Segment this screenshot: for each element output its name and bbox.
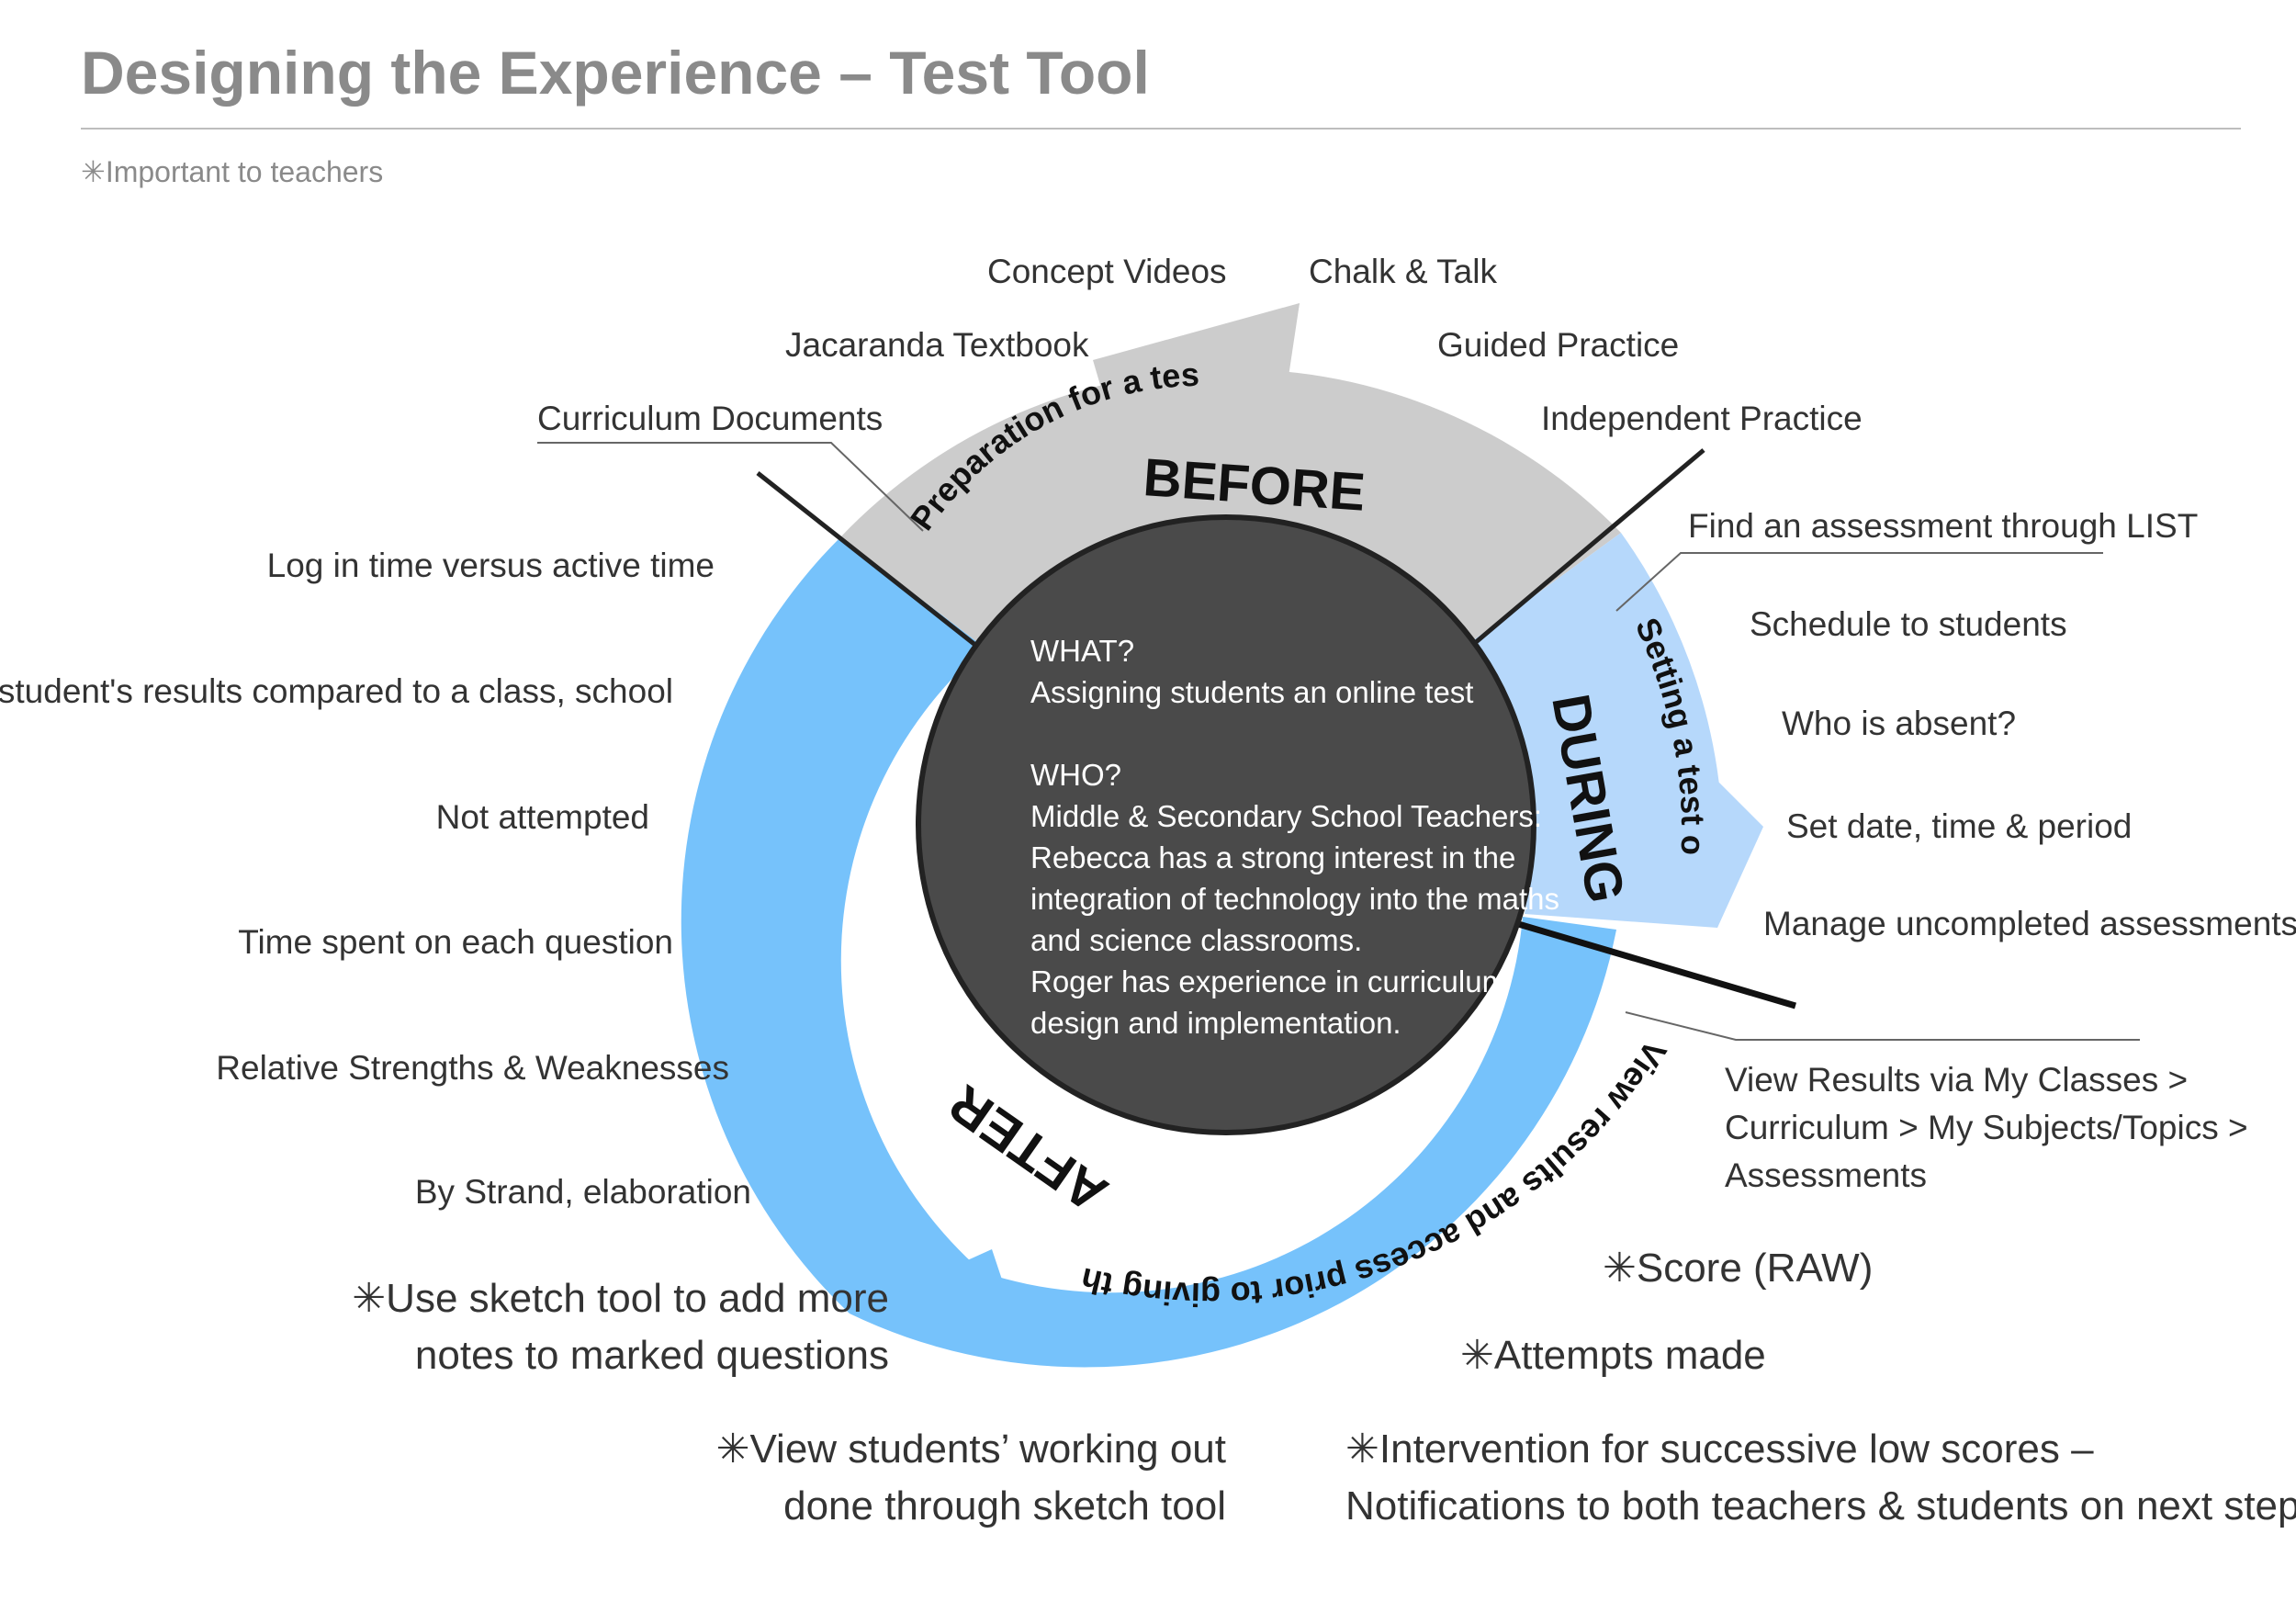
- important-attempts: ✳Attempts made: [1460, 1333, 1766, 1378]
- svg-text:design and implementation.: design and implementation.: [1030, 1006, 1401, 1040]
- before-item: Concept Videos: [987, 253, 1227, 290]
- after-results-path: View Results via My Classes > Curriculum…: [1625, 1011, 2248, 1194]
- svg-text:Roger has experience in curric: Roger has experience in curriculum: [1030, 964, 1507, 998]
- results-path-line: Assessments: [1725, 1156, 1927, 1194]
- curriculum-leader-line: [537, 442, 924, 532]
- important-items: ✳Score (RAW) ✳Attempts made ✳Use sketch …: [352, 1246, 2296, 1528]
- before-item: Jacaranda Textbook: [785, 326, 1089, 364]
- find-assessment-leader-line: [1615, 552, 2103, 612]
- important-sketch-notes: notes to marked questions: [415, 1333, 889, 1378]
- svg-text:WHO?: WHO?: [1030, 758, 1121, 792]
- after-left-item: Not attempted: [436, 798, 649, 836]
- after-left-item: Log in time versus active time: [267, 547, 715, 584]
- during-item: Set date, time & period: [1786, 807, 2132, 845]
- during-items: Find an assessment through LIST Schedule…: [1615, 507, 2296, 942]
- center-text: WHAT? Assigning students an online test …: [1030, 634, 1559, 1040]
- important-working-out: ✳View students’ working out: [716, 1427, 1226, 1472]
- results-path-line: View Results via My Classes >: [1725, 1061, 2188, 1099]
- after-left-item: Time spent on each question: [238, 923, 673, 961]
- divider-during-after: [1514, 919, 1796, 1009]
- important-intervention: ✳Intervention for successive low scores …: [1345, 1427, 2094, 1472]
- svg-text:integration of technology into: integration of technology into the maths: [1030, 882, 1559, 916]
- after-left-items: Log in time versus active time A student…: [0, 547, 751, 1211]
- after-left-item: By Strand, elaboration: [415, 1173, 751, 1211]
- center-circle: [916, 514, 1536, 1135]
- svg-text:Assigning students an online t: Assigning students an online test: [1030, 675, 1473, 709]
- important-working-out: done through sketch tool: [783, 1483, 1226, 1528]
- results-path-line: Curriculum > My Subjects/Topics >: [1725, 1109, 2248, 1146]
- results-leader-line: [1625, 1011, 2140, 1041]
- after-left-item: A student's results compared to a class,…: [0, 672, 673, 710]
- svg-text:WHAT?: WHAT?: [1030, 634, 1134, 668]
- svg-text:Rebecca has a strong interest: Rebecca has a strong interest in the: [1030, 840, 1515, 874]
- during-item: Who is absent?: [1782, 705, 2016, 742]
- important-intervention: Notifications to both teachers & student…: [1345, 1483, 2296, 1528]
- during-arrow-head: [1671, 753, 1763, 928]
- before-item: Guided Practice: [1437, 326, 1679, 364]
- after-left-item: Relative Strengths & Weaknesses: [216, 1049, 729, 1087]
- svg-text:Middle & Secondary School Teac: Middle & Secondary School Teachers:: [1030, 799, 1542, 833]
- after-segment-upper: [681, 537, 985, 1314]
- before-arrow-top: [1093, 303, 1300, 423]
- before-item: Independent Practice: [1541, 400, 1863, 437]
- during-item: Find an assessment through LIST: [1688, 507, 2198, 545]
- important-score: ✳Score (RAW): [1603, 1246, 1873, 1291]
- during-item: Schedule to students: [1750, 605, 2067, 643]
- svg-text:and science classrooms.: and science classrooms.: [1030, 923, 1362, 957]
- cycle-ring: [681, 303, 1763, 1368]
- after-arrow-tail: [850, 1249, 1019, 1332]
- divider-before-after: [756, 471, 986, 654]
- page-title: Designing the Experience – Test Tool: [81, 39, 1150, 107]
- divider-before-during: [1468, 448, 1705, 649]
- before-segment: [840, 368, 1621, 648]
- before-item: Curriculum Documents: [537, 400, 883, 437]
- during-item: Manage uncompleted assessments: [1763, 905, 2296, 942]
- after-segment: [850, 917, 1616, 1368]
- before-item: Chalk & Talk: [1309, 253, 1497, 290]
- legend-important: ✳Important to teachers: [81, 155, 383, 188]
- before-items: Concept Videos Chalk & Talk Jacaranda Te…: [537, 253, 1863, 532]
- important-sketch-notes: ✳Use sketch tool to add more: [352, 1276, 889, 1321]
